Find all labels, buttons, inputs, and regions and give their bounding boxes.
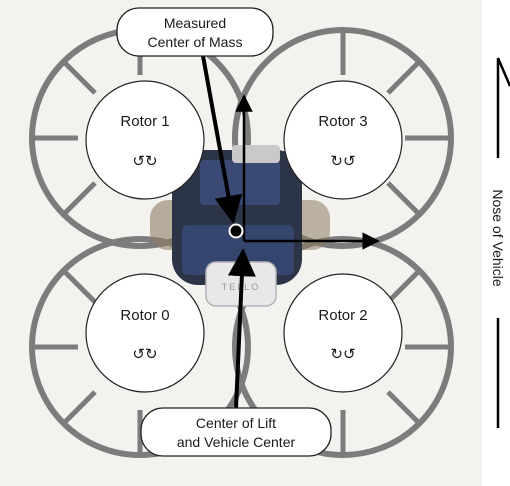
rotor-3: Rotor 3 ↻↺ (283, 80, 403, 200)
drone-sensor (232, 145, 280, 163)
rotor-3-disc (283, 80, 403, 200)
center-of-lift-line2: and Vehicle Center (177, 434, 296, 450)
center-of-mass-box (116, 7, 274, 57)
center-of-mass-callout: Measured Center of Mass (116, 7, 274, 57)
rotor-1: Rotor 1 ↺↻ (85, 80, 205, 200)
rotor-1-spin-icon: ↺↻ (132, 152, 157, 170)
body-axes (235, 94, 380, 250)
rotor-2: Rotor 2 ↻↺ (283, 273, 403, 393)
rotor-0: Rotor 0 ↺↻ (85, 273, 205, 393)
guard-spokes (32, 30, 451, 455)
rotor-1-label: Rotor 1 (120, 113, 169, 130)
rotor-2-label: Rotor 2 (318, 307, 367, 324)
center-of-lift-box (140, 407, 332, 457)
nose-indicator: Nose of Vehicle (490, 57, 510, 428)
center-of-mass-line2: Center of Mass (148, 34, 243, 50)
rotor-0-disc (85, 273, 205, 393)
center-of-lift-arrow (227, 248, 256, 409)
center-of-lift-line1: Center of Lift (196, 415, 276, 431)
center-of-mass-line1: Measured (164, 15, 226, 31)
drone-board-top (200, 160, 280, 205)
rotor-2-disc (283, 273, 403, 393)
center-of-mass-arrow (201, 55, 243, 224)
center-of-lift-callout: Center of Lift and Vehicle Center (140, 407, 332, 457)
rotor-3-label: Rotor 3 (318, 113, 367, 130)
rotor-0-spin-icon: ↺↻ (132, 345, 157, 363)
center-of-mass-marker (228, 223, 244, 239)
nose-arrow-head-icon (496, 57, 510, 87)
rotor-0-label: Rotor 0 (120, 307, 169, 324)
rotor-1-disc (85, 80, 205, 200)
nose-of-vehicle-label: Nose of Vehicle (490, 189, 506, 286)
rotor-2-spin-icon: ↻↺ (330, 345, 355, 363)
rotor-3-spin-icon: ↻↺ (330, 152, 355, 170)
